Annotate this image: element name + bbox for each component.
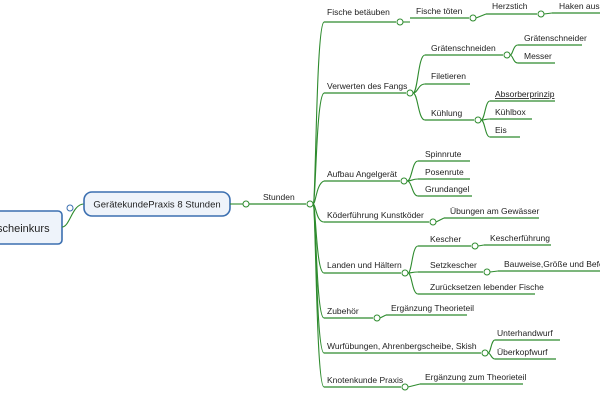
node-messer[interactable]: Messer <box>524 51 552 61</box>
node-grundangel[interactable]: Grundangel <box>425 184 470 194</box>
node-graetenschneiden[interactable]: Grätenschneiden <box>431 43 496 53</box>
connector-stunden-b3 <box>312 180 325 205</box>
node-bauweise[interactable]: Bauweise,Größe und Befesti <box>504 259 600 269</box>
node-koederfuehrung[interactable]: Köderführung Kunstköder <box>327 210 424 220</box>
node-setzkescher[interactable]: Setzkescher <box>430 260 477 270</box>
node-uebungen-am-gewaesser[interactable]: Übungen am Gewässer <box>450 206 539 216</box>
node-haken-aus[interactable]: Haken aus F <box>559 1 600 11</box>
node-herzstich[interactable]: Herzstich <box>492 1 528 11</box>
connector-stunden-b8 <box>312 203 325 388</box>
node-eis[interactable]: Eis <box>495 125 507 135</box>
collapse-toggle-b8[interactable] <box>401 383 409 391</box>
collapse-toggle-center[interactable] <box>242 200 250 208</box>
node-kuehlbox[interactable]: Kühlbox <box>495 107 526 117</box>
node-fische-betaeuben[interactable]: Fische betäuben <box>327 7 390 17</box>
node-kescher[interactable]: Kescher <box>430 234 461 244</box>
node-ueberkopfwurf[interactable]: Überkopfwurf <box>497 347 548 357</box>
collapse-toggle-herzstich[interactable] <box>537 10 545 18</box>
root-node[interactable]: scheinkurs <box>0 210 63 245</box>
node-spinnrute[interactable]: Spinnrute <box>425 149 462 159</box>
node-ergaenzung-theorieteil[interactable]: Ergänzung Theorieteil <box>391 303 474 313</box>
collapse-toggle-b4[interactable] <box>429 218 437 226</box>
node-landen-und-haeltern[interactable]: Landen und Hältern <box>327 260 402 270</box>
node-posenrute[interactable]: Posenrute <box>425 167 464 177</box>
collapse-toggle-root[interactable] <box>66 204 74 212</box>
collapse-toggle-b1[interactable] <box>396 18 404 26</box>
collapse-toggle-b6[interactable] <box>373 314 381 322</box>
node-aufbau-angelgeraet[interactable]: Aufbau Angelgerät <box>327 169 398 179</box>
root-node-label: scheinkurs <box>0 223 50 235</box>
node-kescherfuehrung[interactable]: Kescherführung <box>490 233 550 243</box>
node-wurfuebungen[interactable]: Wurfübungen, Ahrenbergscheibe, Skish <box>327 341 477 351</box>
node-zubehoer[interactable]: Zubehör <box>327 306 359 316</box>
collapse-toggle-setzkescher[interactable] <box>483 268 491 276</box>
center-node[interactable]: GerätekundePraxis 8 Stunden <box>83 191 231 217</box>
node-knotenkunde-praxis[interactable]: Knotenkunde Praxis <box>327 375 403 385</box>
node-absorberprinzip[interactable]: Absorberprinzip <box>495 89 555 99</box>
collapse-toggle-b2[interactable] <box>406 89 414 97</box>
node-filetieren[interactable]: Filetieren <box>431 71 466 81</box>
collapse-toggle-b5[interactable] <box>401 269 409 277</box>
collapse-toggle-stunden[interactable] <box>306 200 314 208</box>
node-stunden[interactable]: Stunden <box>263 192 295 202</box>
node-ergaenzung-zum-theorieteil[interactable]: Ergänzung zum Theorieteil <box>425 372 527 382</box>
collapse-toggle-kescher[interactable] <box>471 242 479 250</box>
node-kuehlung[interactable]: Kühlung <box>431 108 462 118</box>
connector-root-center <box>61 203 85 228</box>
collapse-toggle-b3[interactable] <box>400 177 408 185</box>
node-unterhandwurf[interactable]: Unterhandwurf <box>497 328 553 338</box>
node-fische-toeten[interactable]: Fische töten <box>416 6 463 16</box>
collapse-toggle-kuehlung[interactable] <box>474 116 482 124</box>
collapse-toggle-b7[interactable] <box>481 349 489 357</box>
collapse-toggle-graetenschneiden[interactable] <box>503 51 511 59</box>
connector-stunden-b2 <box>312 92 325 205</box>
node-verwerten-des-fangs[interactable]: Verwerten des Fangs <box>327 81 407 91</box>
connector-stunden-b1 <box>312 21 325 205</box>
collapse-toggle-fische-toeten[interactable] <box>469 14 477 22</box>
node-zuruecksetzen[interactable]: Zurücksetzen lebender Fische <box>430 282 544 292</box>
node-graetenschneider[interactable]: Grätenschneider <box>524 33 587 43</box>
center-node-label: GerätekundePraxis 8 Stunden <box>93 200 220 211</box>
